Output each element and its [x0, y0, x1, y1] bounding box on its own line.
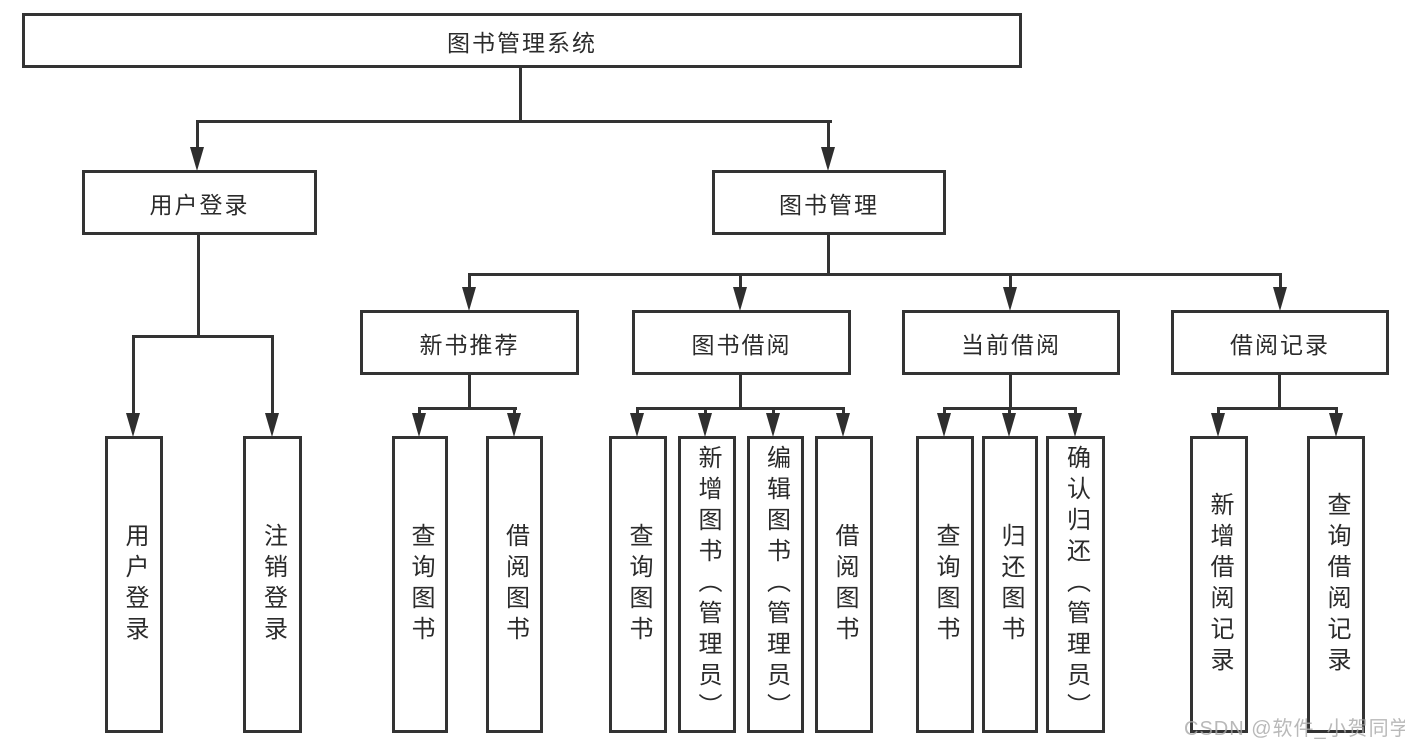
connector-stem [943, 407, 946, 415]
csdn-watermark: CSDN @软件_小贺同学 [1184, 718, 1405, 740]
connector-records-rail [1217, 407, 1338, 410]
node-new-book-recommendation: 新书推荐 [360, 310, 579, 375]
connector-stem [772, 407, 775, 415]
arrow-down-icon [265, 413, 279, 437]
leaf-edit-books-admin: 编辑图书（管理员） [747, 436, 804, 733]
connector-stem-current-borrow [1009, 273, 1012, 289]
connector-stem-borrow-records [1279, 273, 1282, 289]
connector-stem [704, 407, 707, 415]
connector-current-stub [1009, 375, 1012, 410]
leaf-query-books-current: 查询图书 [916, 436, 974, 733]
leaf-query-books-borrowing: 查询图书 [609, 436, 667, 733]
arrow-down-icon [766, 413, 780, 437]
connector-records-stub [1278, 375, 1281, 410]
connector-userlogin-rail [132, 335, 274, 338]
connector-stem [1008, 407, 1011, 415]
arrow-down-icon [190, 147, 204, 171]
connector-stem [513, 407, 516, 415]
connector-root-stub [519, 68, 522, 123]
node-current-borrowing: 当前借阅 [902, 310, 1120, 375]
arrow-down-icon [698, 413, 712, 437]
leaf-return-books: 归还图书 [982, 436, 1038, 733]
connector-borrowing-rail [636, 407, 845, 410]
arrow-down-icon [1329, 413, 1343, 437]
leaf-confirm-return-admin: 确认归还（管理员） [1046, 436, 1105, 733]
leaf-query-books-recommend: 查询图书 [392, 436, 448, 733]
arrow-down-icon [836, 413, 850, 437]
arrow-down-icon [630, 413, 644, 437]
connector-stem-book-mgmt [827, 120, 830, 148]
leaf-add-books-admin: 新增图书（管理员） [678, 436, 736, 733]
node-book-management: 图书管理 [712, 170, 946, 235]
arrow-down-icon [126, 413, 140, 437]
arrow-down-icon [1002, 413, 1016, 437]
connector-stem-book-borrow [739, 273, 742, 289]
arrow-down-icon [1273, 287, 1287, 311]
connector-root-rail [196, 120, 832, 123]
connector-bookmgmt-rail [468, 273, 1282, 276]
arrow-down-icon [462, 287, 476, 311]
node-borrowing-records: 借阅记录 [1171, 310, 1389, 375]
node-root-library-system: 图书管理系统 [22, 13, 1022, 68]
connector-stem [1074, 407, 1077, 415]
connector-stem-leaf-logout [271, 335, 274, 415]
connector-stem-user-login [196, 120, 199, 148]
connector-stem-new-book [468, 273, 471, 289]
arrow-down-icon [937, 413, 951, 437]
connector-bookmgmt-stub [827, 235, 830, 276]
leaf-borrow-books-recommend: 借阅图书 [486, 436, 543, 733]
connector-newbook-stub [468, 375, 471, 410]
arrow-down-icon [1211, 413, 1225, 437]
connector-stem [1335, 407, 1338, 415]
leaf-query-borrow-record: 查询借阅记录 [1307, 436, 1365, 733]
leaf-add-borrow-record: 新增借阅记录 [1190, 436, 1248, 733]
leaf-borrow-books-borrowing: 借阅图书 [815, 436, 873, 733]
leaf-user-login: 用户登录 [105, 436, 163, 733]
node-user-login: 用户登录 [82, 170, 317, 235]
arrow-down-icon [733, 287, 747, 311]
node-book-borrowing: 图书借阅 [632, 310, 851, 375]
connector-stem [842, 407, 845, 415]
connector-stem [418, 407, 421, 415]
arrow-down-icon [1003, 287, 1017, 311]
leaf-logout: 注销登录 [243, 436, 302, 733]
connector-userlogin-stub [197, 235, 200, 338]
connector-stem [1217, 407, 1220, 415]
arrow-down-icon [412, 413, 426, 437]
arrow-down-icon [507, 413, 521, 437]
arrow-down-icon [1068, 413, 1082, 437]
connector-newbook-rail [418, 407, 517, 410]
arrow-down-icon [821, 147, 835, 171]
connector-borrowing-stub [739, 375, 742, 410]
connector-stem-leaf-login [132, 335, 135, 415]
connector-stem [636, 407, 639, 415]
